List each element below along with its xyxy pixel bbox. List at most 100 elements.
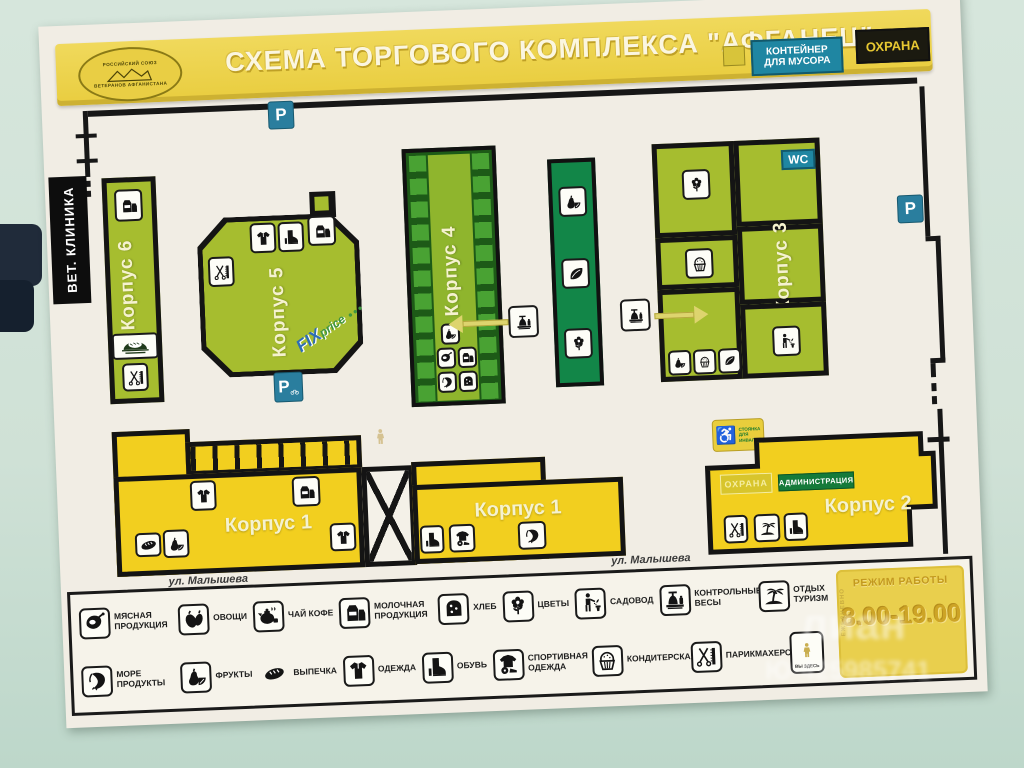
fruits-icon: [179, 660, 213, 694]
clothes-icon: [249, 222, 277, 254]
sportswear-icon: [448, 523, 476, 553]
building-korpus-4: Корпус 4: [401, 145, 506, 408]
dairy-icon: [338, 596, 371, 629]
bakery-emblem: [111, 332, 159, 361]
hours-daily: ЕЖЕДНЕВНО: [839, 587, 848, 637]
legend-label: КОНТРОЛЬНЫЕ ВЕСЫ: [694, 585, 762, 608]
pedestrian-icon: [371, 421, 389, 453]
bread-icon: [437, 592, 470, 625]
flowers-icon: [501, 589, 535, 623]
dairy-icon: [291, 475, 321, 507]
legend-item: ЦВЕТЫ: [501, 588, 570, 623]
legend-item: ОВОЩИ: [177, 601, 248, 636]
fruits-icon: [558, 185, 588, 218]
legend-item: ХЛЕБ: [437, 591, 498, 625]
meat-icon: [78, 606, 111, 640]
korpus-4-label: Корпус 4: [438, 225, 464, 317]
korpus-3-cell-flowers: [651, 140, 738, 239]
korpus-3-cell-label: Корпус 3: [736, 221, 826, 313]
legend-label: МЯСНАЯ ПРОДУКЦИЯ: [113, 610, 168, 632]
hours-time: 8.00-19.00: [841, 599, 962, 632]
road-right-segment3: [930, 363, 937, 378]
road-left-tick1: [75, 133, 97, 139]
dark-object-left-lower: [0, 280, 34, 332]
fruits-icon: [667, 349, 692, 376]
legend-item: СПОРТИВНАЯ ОДЕЖДА: [492, 646, 589, 681]
palm-icon: [753, 513, 781, 543]
legend-label: ЧАЙ КОФЕ: [287, 607, 334, 620]
legend-item-you-are-here: ВЫ ЗДЕСЬ: [788, 630, 825, 675]
legend-label: САДОВОД: [609, 594, 654, 607]
hairdresser-icon: [121, 362, 149, 392]
trash-container-label: КОНТЕЙНЕР ДЛЯ МУСОРА: [750, 36, 844, 77]
legend-item: КОНТРОЛЬНЫЕ ВЕСЫ: [658, 581, 762, 616]
vet-clinic-sign: ВЕТ. КЛИНИКА: [48, 175, 92, 305]
seafood-icon: [517, 520, 547, 550]
legend-item: КОНДИТЕРСКАЯ: [591, 642, 697, 677]
palm-icon: [757, 579, 791, 612]
street-label-right: ул. Малышева: [610, 552, 691, 568]
confectionery-icon: [692, 348, 717, 375]
hairdresser-icon: [723, 514, 749, 544]
arrow-head-right: [694, 305, 709, 324]
legend-label: ХЛЕБ: [472, 601, 497, 613]
legend-label: СПОРТИВНАЯ ОДЕЖДА: [527, 650, 589, 673]
vegetables-icon: [177, 602, 210, 636]
veterans-union-logo: РОССИЙСКИЙ СОЮЗ ВЕТЕРАНОВ АФГАНИСТАНА: [77, 45, 184, 104]
legend-label: ФРУКТЫ: [215, 668, 253, 681]
security-room-text: ОХРАНА: [724, 477, 769, 490]
parking-letter: P: [277, 376, 290, 397]
you-are-here-icon: ВЫ ЗДЕСЬ: [788, 630, 825, 675]
road-right-segment2: [935, 235, 946, 361]
flowers-icon: [681, 168, 711, 201]
scales-icon: [619, 298, 651, 332]
road-right-dash2: [931, 396, 938, 405]
legend-item: САДОВОД: [574, 585, 654, 620]
administration-label: АДМИНИСТРАЦИЯ: [777, 471, 855, 492]
legend-label: МОРЕ ПРОДУКТЫ: [116, 668, 166, 690]
hours-title: РЕЖИМ РАБОТЫ: [852, 573, 948, 590]
security-sign-top: ОХРАНА: [855, 27, 931, 64]
legend-label: МОЛОЧНАЯ ПРОДУКЦИЯ: [373, 599, 428, 621]
small-yellow-sign: [722, 45, 746, 67]
fixprice-dots: ●●●: [345, 302, 366, 320]
clothes-icon: [342, 654, 375, 687]
legend-label: ОБУВЬ: [456, 659, 488, 671]
arrow-head-left: [448, 315, 463, 334]
bread-icon: [458, 370, 479, 393]
legend-item: ПАРИКМАХЕРСКАЯ: [690, 638, 809, 673]
gardener-leaf-icon: [717, 347, 742, 374]
tea-coffee-icon: [252, 599, 285, 633]
korpus-5-label: Корпус 5: [266, 266, 291, 358]
trash-container-text: КОНТЕЙНЕР ДЛЯ МУСОРА: [763, 43, 831, 69]
seafood-icon: [80, 664, 114, 698]
fruits-icon: [162, 529, 190, 559]
korpus-3-cell-gardener: [740, 301, 829, 379]
legend-label: КОНДИТЕРСКАЯ: [626, 651, 697, 664]
legend-label: ЦВЕТЫ: [537, 598, 570, 610]
gardener-leaf-icon: [561, 257, 591, 289]
korpus-1-right-label: Корпус 1: [474, 496, 563, 522]
vet-clinic-text: ВЕТ. КЛИНИКА: [60, 186, 80, 294]
legend-item: ЧАЙ КОФЕ: [252, 598, 334, 633]
parking-sign-top: P: [267, 100, 295, 130]
legend-item: ОДЕЖДА: [342, 653, 416, 687]
wc-text: WC: [787, 151, 809, 167]
shoes-icon: [783, 512, 809, 542]
confectionery-icon: [684, 247, 714, 279]
scales-icon: [507, 304, 540, 339]
hairdresser-icon: [207, 256, 235, 288]
crossed-passage: [361, 465, 418, 568]
legend-item: ФРУКТЫ: [179, 659, 253, 694]
sportswear-icon: [492, 648, 525, 681]
parking-letter: P: [904, 198, 917, 219]
meat-icon: [436, 347, 457, 370]
dairy-icon: [457, 346, 478, 369]
building-mid-row: [547, 157, 605, 388]
dark-object-left: [0, 224, 42, 286]
legend-item: ВЫПЕЧКА: [258, 656, 338, 690]
road-right-dash1: [931, 383, 937, 392]
security-room-label: ОХРАНА: [719, 472, 773, 495]
road-left-tick2: [76, 158, 98, 164]
shoes-icon: [421, 651, 454, 684]
